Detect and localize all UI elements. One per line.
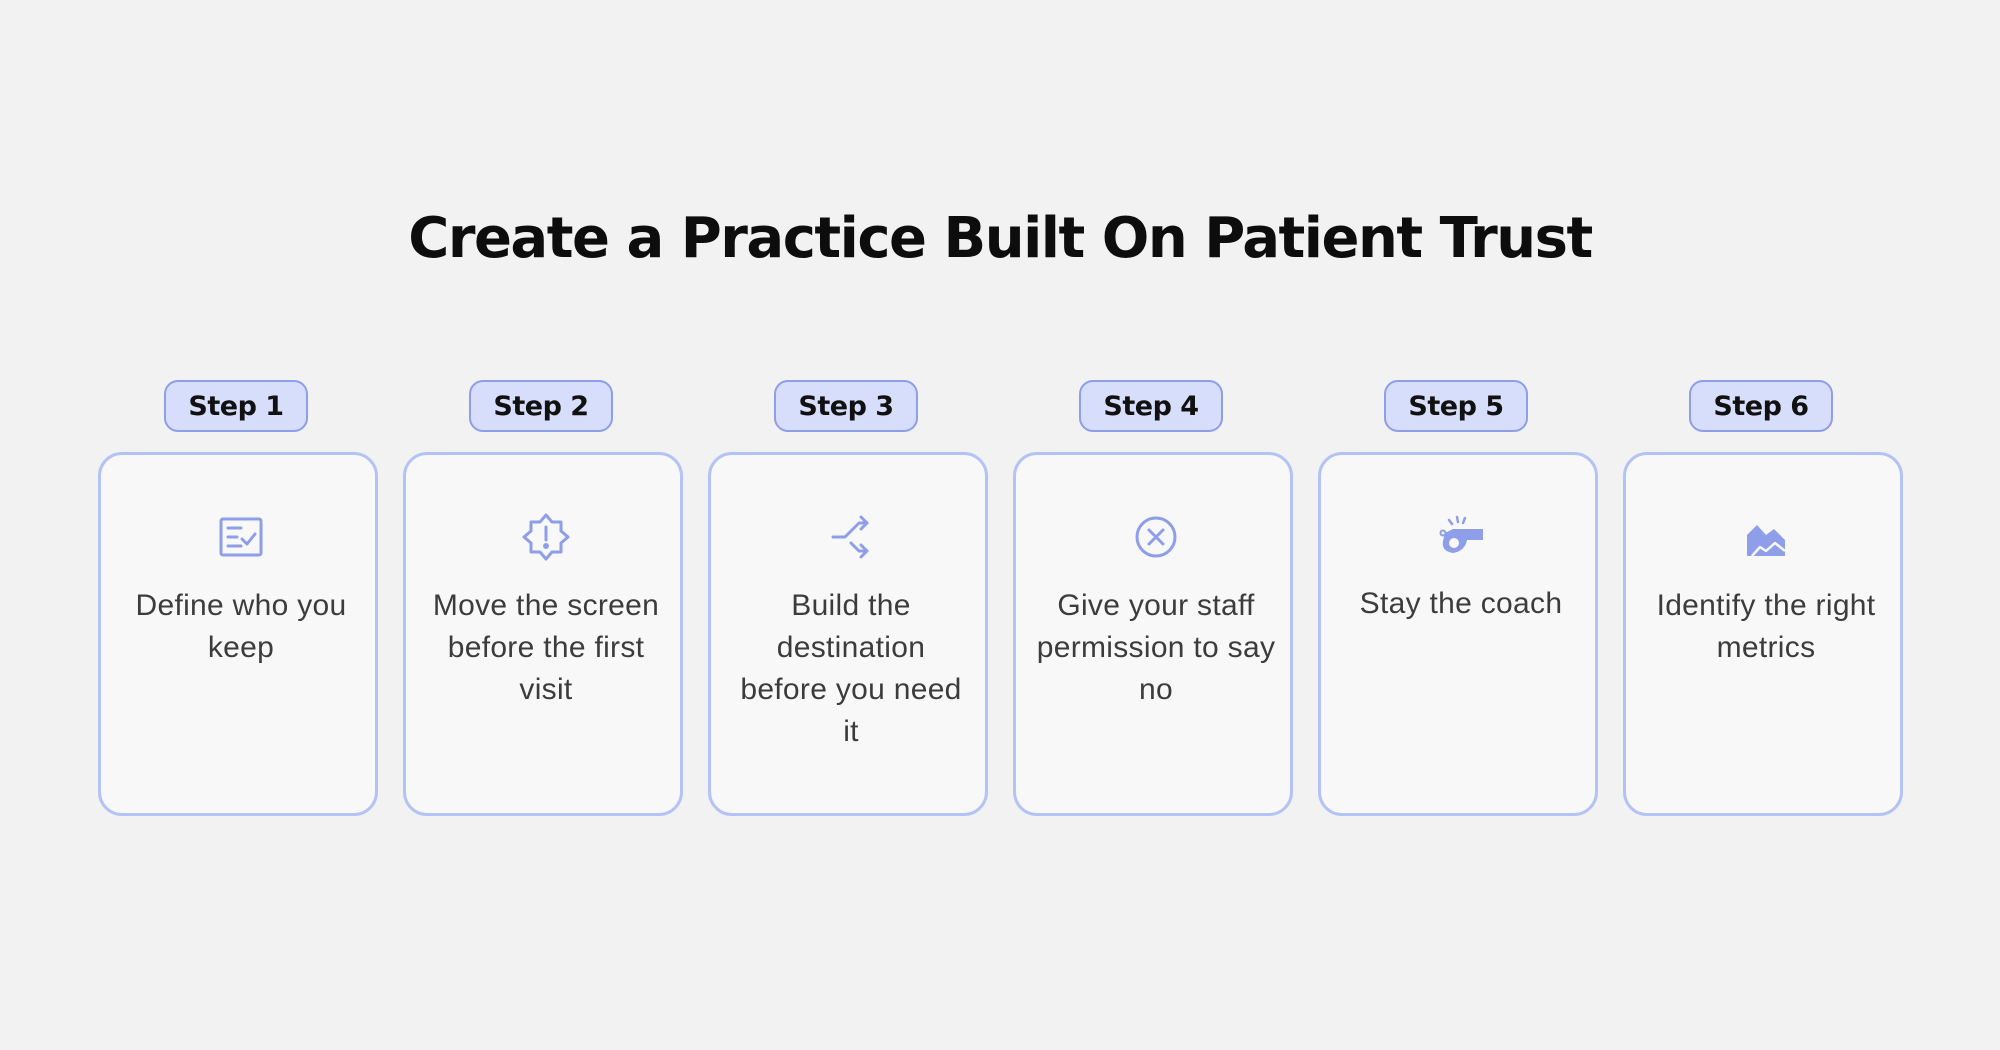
x-circle-icon — [1132, 513, 1180, 561]
step-badge: Step 5 — [1384, 380, 1528, 432]
step-5: Step 5 Stay the coach — [1318, 380, 1598, 816]
whistle-icon — [1437, 513, 1485, 561]
step-6: Step 6 Identify the right metrics — [1623, 380, 1903, 816]
step-badge: Step 4 — [1079, 380, 1223, 432]
step-text: Move the screen before the first visit — [432, 589, 660, 706]
step-card: Give your staff permission to say no — [1013, 452, 1293, 816]
step-text: Build the destination before you need it — [740, 589, 962, 748]
checklist-icon — [217, 513, 265, 561]
step-text: Give your staff permission to say no — [1036, 589, 1276, 706]
step-badge: Step 2 — [469, 380, 613, 432]
step-card: Stay the coach — [1318, 452, 1598, 816]
chart-area-icon — [1742, 513, 1790, 561]
step-text: Identify the right metrics — [1656, 589, 1876, 664]
step-text: Define who you keep — [135, 589, 347, 664]
step-text: Stay the coach — [1359, 587, 1563, 620]
shuffle-arrows-icon — [827, 513, 875, 561]
step-card: Define who you keep — [98, 452, 378, 816]
step-1: Step 1 Define who you keep — [98, 380, 378, 816]
steps-row: Step 1 Define who you keep Step 2 — [98, 380, 1903, 816]
step-card: Identify the right metrics — [1623, 452, 1903, 816]
step-badge: Step 3 — [774, 380, 918, 432]
step-badge: Step 1 — [164, 380, 308, 432]
step-3: Step 3 Build the destination before you … — [708, 380, 988, 816]
page-title: Create a Practice Built On Patient Trust — [408, 206, 1593, 271]
alert-badge-icon — [522, 513, 570, 561]
step-card: Build the destination before you need it — [708, 452, 988, 816]
step-card: Move the screen before the first visit — [403, 452, 683, 816]
step-badge: Step 6 — [1689, 380, 1833, 432]
step-4: Step 4 Give your staff permission to say… — [1013, 380, 1293, 816]
step-2: Step 2 Move the screen before the first … — [403, 380, 683, 816]
